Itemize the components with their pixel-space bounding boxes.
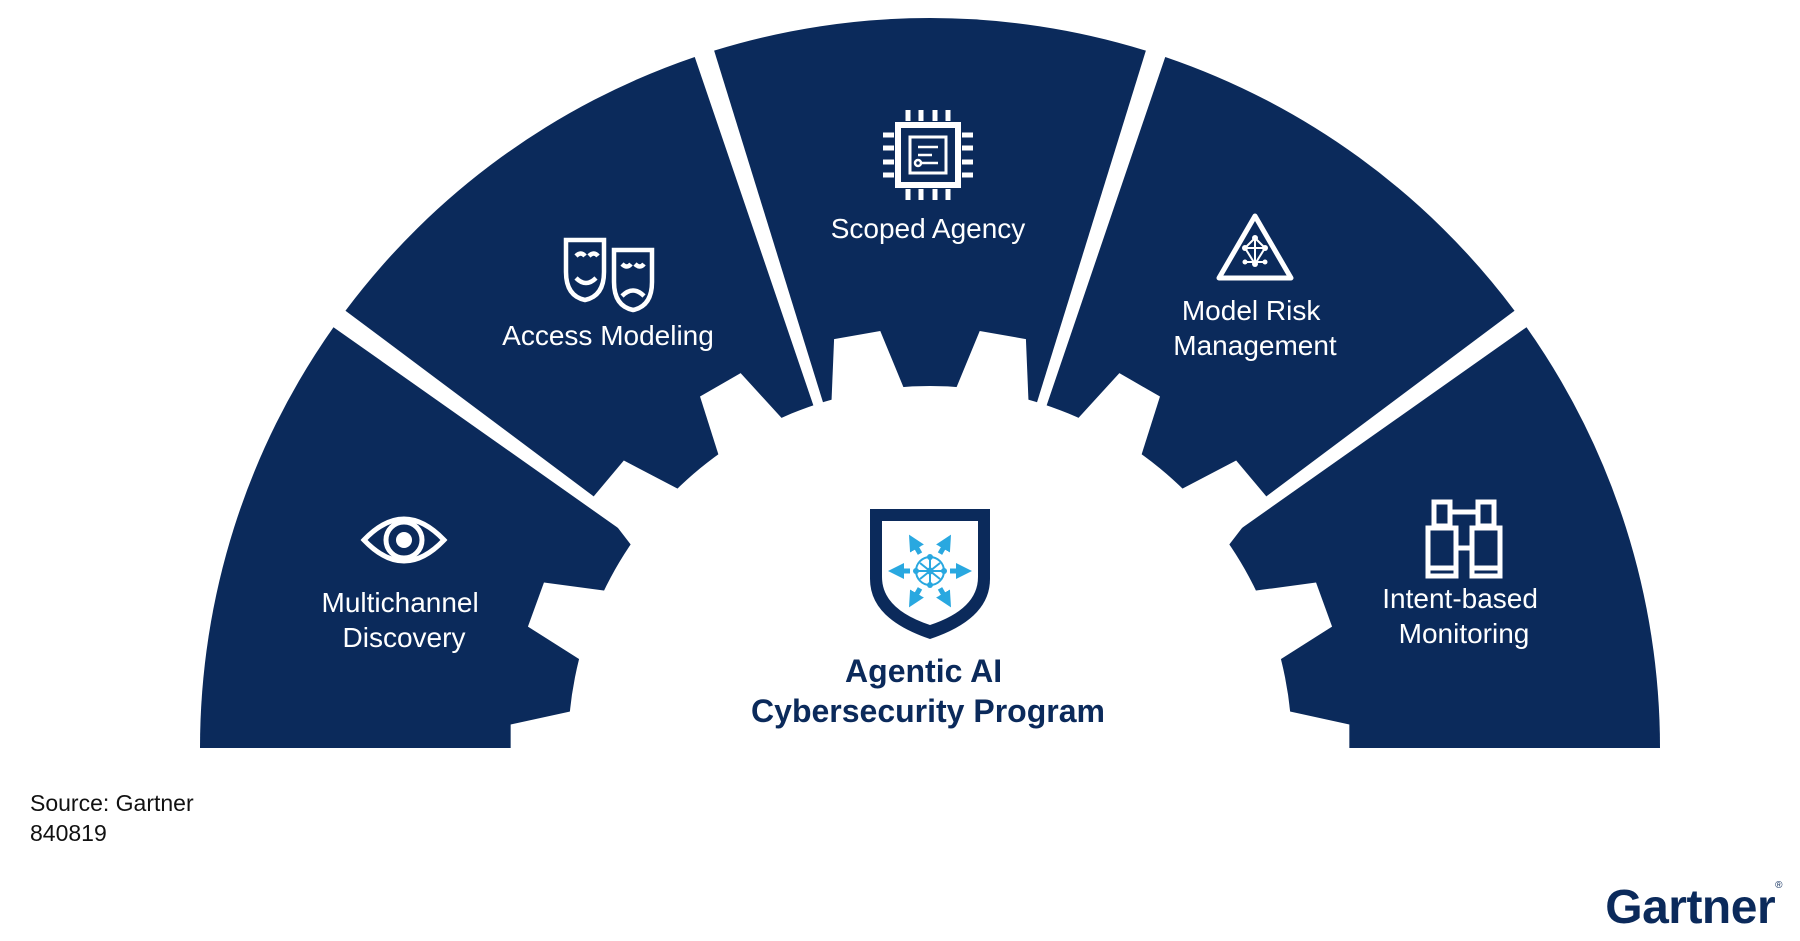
center-title: Agentic AI Cybersecurity Program xyxy=(751,653,1105,729)
label-line: Model Risk xyxy=(1182,295,1321,326)
source-note: Source: Gartner 840819 xyxy=(30,788,194,848)
segment-5 xyxy=(930,327,1660,748)
eye-icon xyxy=(360,516,448,564)
theater-masks-icon xyxy=(563,237,655,313)
label-line: Access Modeling xyxy=(502,320,714,351)
shield-arrow xyxy=(909,587,924,608)
center-title-line: Cybersecurity Program xyxy=(751,693,1105,729)
segment-label-access-modeling: Access Modeling xyxy=(502,320,714,351)
label-line: Intent-based xyxy=(1382,583,1538,614)
registered-mark: ® xyxy=(1775,880,1782,891)
shield-arrow xyxy=(936,534,951,555)
segment-label-scoped-agency: Scoped Agency xyxy=(831,213,1026,244)
gartner-logo: Gartner® xyxy=(1605,880,1782,935)
segment-4 xyxy=(930,56,1515,748)
chip-icon xyxy=(883,110,973,200)
label-line: Discovery xyxy=(343,622,466,653)
binoculars-icon xyxy=(1425,499,1503,579)
shield-arrow xyxy=(909,534,924,555)
label-line: Scoped Agency xyxy=(831,213,1026,244)
source-text: Source: Gartner xyxy=(30,790,194,816)
document-id: 840819 xyxy=(30,820,107,846)
segment-label-multichannel-discovery: Multichannel Discovery xyxy=(322,587,487,653)
brand-name: Gartner xyxy=(1605,881,1776,934)
segment-2 xyxy=(345,56,931,748)
label-line: Multichannel xyxy=(322,587,479,618)
network-triangle-icon xyxy=(1216,213,1294,281)
segment-label-intent-based-monitoring: Intent-based Monitoring xyxy=(1382,583,1545,649)
shield-arrow xyxy=(936,587,951,608)
segment-label-model-risk-management: Model Risk Management xyxy=(1173,295,1337,361)
segment-3 xyxy=(714,17,1146,748)
segments xyxy=(200,17,1660,748)
shield-network-icon xyxy=(870,509,990,639)
label-line: Management xyxy=(1173,330,1337,361)
segment-1 xyxy=(200,327,930,748)
label-line: Monitoring xyxy=(1399,618,1530,649)
center-title-line: Agentic AI xyxy=(845,653,1002,689)
